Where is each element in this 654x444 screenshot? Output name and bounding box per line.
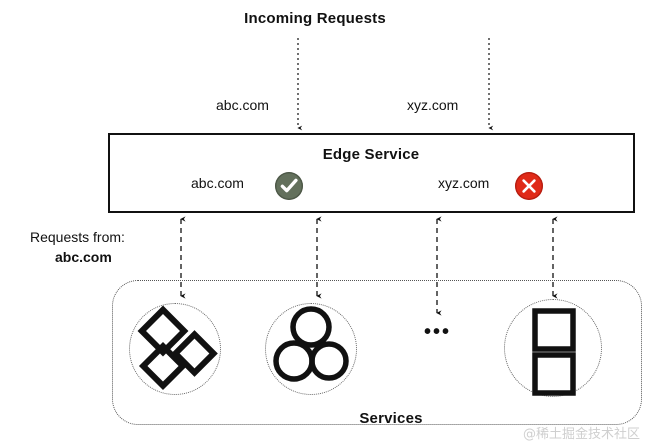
edge-allowed-label: abc.com xyxy=(191,175,244,191)
edge-service-box xyxy=(108,133,635,213)
squares-service-ring xyxy=(504,299,602,397)
ellipsis-icon: ••• xyxy=(424,321,452,343)
watermark: @稀土掘金技术社区 xyxy=(523,427,641,442)
side-note-line2: abc.com xyxy=(55,249,112,265)
diamonds-service-ring xyxy=(129,303,221,395)
page-title: Incoming Requests xyxy=(244,10,386,27)
services-title: Services xyxy=(359,410,423,427)
edge-service-title: Edge Service xyxy=(322,146,420,163)
edge-blocked-label: xyz.com xyxy=(438,175,490,191)
incoming-left-label: abc.com xyxy=(216,97,269,113)
x-circle-icon xyxy=(515,172,543,200)
check-circle-icon xyxy=(275,172,303,200)
circles-service-ring xyxy=(265,303,357,395)
side-note-line1: Requests from: xyxy=(30,229,125,245)
incoming-right-label: xyz.com xyxy=(407,97,459,113)
